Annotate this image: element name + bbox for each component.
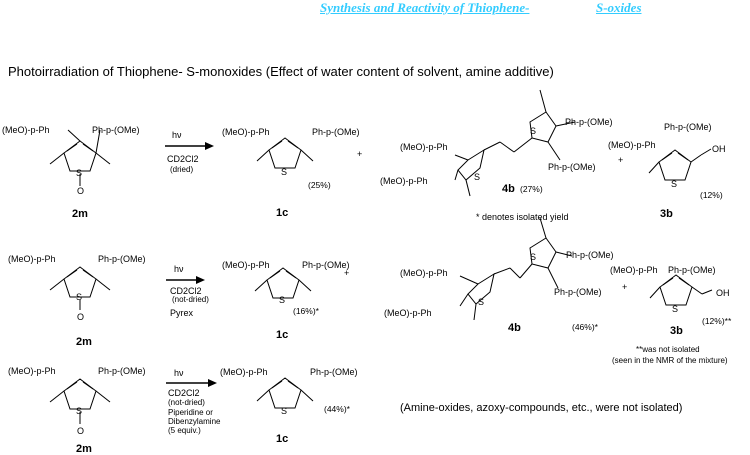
- label-solvent: CD2Cl2: [170, 286, 202, 296]
- compound-label-1c: 1c: [276, 433, 288, 445]
- conditions-amine: Dibenzylamine: [168, 417, 221, 426]
- compound-label-4b: 4b: [508, 322, 521, 334]
- molecule-2m-row2: [49, 266, 111, 310]
- yield: (16%)*: [293, 306, 320, 316]
- molecule-1c-row1: [256, 137, 314, 169]
- title-part1: Synthesis and Reactivity of Thiophene-: [320, 0, 530, 15]
- molecule-2m-row1: [49, 129, 111, 186]
- label-meo-ph: (MeO)-p-Ph: [380, 176, 428, 186]
- label-oxygen: O: [77, 312, 84, 322]
- label-ph-ome: Ph-p-(OMe): [565, 117, 613, 127]
- compound-label-3b: 3b: [670, 325, 683, 337]
- molecule-4b-row2: [459, 217, 573, 321]
- molecule-3b-row2: [649, 274, 713, 306]
- molecule-4b-row1: [454, 89, 576, 197]
- isolated-yield-note: * denotes isolated yield: [476, 212, 569, 222]
- compound-label-1c: 1c: [276, 207, 288, 219]
- label-ph-ome: Ph-p-(OMe): [664, 122, 712, 132]
- label-meo-ph: (MeO)-p-Ph: [400, 142, 448, 152]
- subtitle: Photoirradiation of Thiophene- S-monoxid…: [8, 64, 554, 79]
- label-hv: hν: [174, 264, 184, 274]
- label-meo-ph: (MeO)-p-Ph: [222, 260, 270, 270]
- label-meo-ph: (MeO)-p-Ph: [608, 140, 656, 150]
- label-sulfur: S: [478, 297, 484, 307]
- yield: (12%): [700, 190, 723, 200]
- label-ph-ome: Ph-p-(OMe): [668, 265, 716, 275]
- molecule-1c-row2: [254, 267, 312, 299]
- label-ph-ome: Ph-p-(OMe): [554, 287, 602, 297]
- label-ph-ome: Ph-p-(OMe): [302, 260, 350, 270]
- label-meo-ph: (MeO)-p-Ph: [2, 125, 50, 135]
- label-oh: OH: [712, 144, 726, 154]
- label-meo-ph: (MeO)-p-Ph: [384, 308, 432, 318]
- conditions: (not-dried): [172, 295, 209, 304]
- label-sulfur: S: [76, 168, 82, 178]
- yield: (27%): [520, 184, 543, 194]
- label-sulfur: S: [530, 252, 536, 262]
- label-meo-ph: (MeO)-p-Ph: [222, 127, 270, 137]
- label-meo-ph: (MeO)-p-Ph: [8, 254, 56, 264]
- label-sulfur: S: [281, 167, 287, 177]
- plus-sign: +: [357, 149, 362, 159]
- label-oxygen: O: [77, 426, 84, 436]
- plus-sign: +: [618, 155, 623, 165]
- label-solvent: CD2Cl2: [168, 388, 200, 398]
- conditions-amine: Piperidine or: [168, 408, 213, 417]
- label-ph-ome: Ph-p-(OMe): [312, 127, 360, 137]
- title-part2: S-oxides: [596, 0, 642, 15]
- yield: (44%)*: [324, 404, 351, 414]
- compound-label-1c: 1c: [276, 329, 288, 341]
- label-ph-ome: Ph-p-(OMe): [310, 367, 358, 377]
- label-meo-ph: (MeO)-p-Ph: [610, 265, 658, 275]
- label-ph-ome: Ph-p-(OMe): [92, 125, 140, 135]
- compound-label-2m: 2m: [76, 336, 92, 348]
- label-oxygen: O: [77, 186, 84, 196]
- label-ph-ome: Ph-p-(OMe): [566, 250, 614, 260]
- label-ph-ome: Ph-p-(OMe): [98, 254, 146, 264]
- yield: (25%): [308, 180, 331, 190]
- label-meo-ph: (MeO)-p-Ph: [220, 367, 268, 377]
- not-isolated-note: **was not isolated: [636, 345, 700, 354]
- label-sulfur: S: [281, 406, 287, 416]
- conditions-pyrex: Pyrex: [170, 308, 194, 318]
- label-meo-ph: (MeO)-p-Ph: [400, 268, 448, 278]
- label-oh: OH: [716, 288, 730, 298]
- yield: (46%)*: [572, 322, 599, 332]
- label-ph-ome: Ph-p-(OMe): [548, 162, 596, 172]
- molecule-3b-row1: [648, 148, 712, 181]
- label-sulfur: S: [76, 292, 82, 302]
- footnote: (Amine-oxides, azoxy-compounds, etc., we…: [400, 402, 682, 414]
- compound-label-2m: 2m: [76, 443, 92, 455]
- label-sulfur: S: [672, 304, 678, 314]
- yield: (12%)**: [702, 316, 732, 326]
- label-sulfur: S: [530, 126, 536, 136]
- label-sulfur: S: [279, 295, 285, 305]
- conditions-equiv: (5 equiv.): [168, 426, 201, 435]
- label-sulfur: S: [474, 172, 480, 182]
- label-meo-ph: (MeO)-p-Ph: [8, 366, 56, 376]
- molecule-1c-row3: [256, 377, 314, 409]
- label-hv: hν: [172, 130, 182, 140]
- compound-label-3b: 3b: [660, 208, 673, 220]
- plus-sign: +: [344, 268, 349, 278]
- molecule-2m-row3: [49, 378, 111, 424]
- label-sulfur: S: [76, 406, 82, 416]
- label-solvent: CD2Cl2: [167, 154, 199, 164]
- nmr-note: (seen in the NMR of the mixture): [612, 356, 728, 365]
- label-ph-ome: Ph-p-(OMe): [98, 366, 146, 376]
- label-hv: hν: [174, 368, 184, 378]
- label-sulfur: S: [671, 179, 677, 189]
- plus-sign: +: [622, 282, 627, 292]
- compound-label-4b: 4b: [502, 183, 515, 195]
- conditions: (not-dried): [168, 398, 205, 407]
- conditions: (dried): [170, 165, 193, 174]
- compound-label-2m: 2m: [72, 208, 88, 220]
